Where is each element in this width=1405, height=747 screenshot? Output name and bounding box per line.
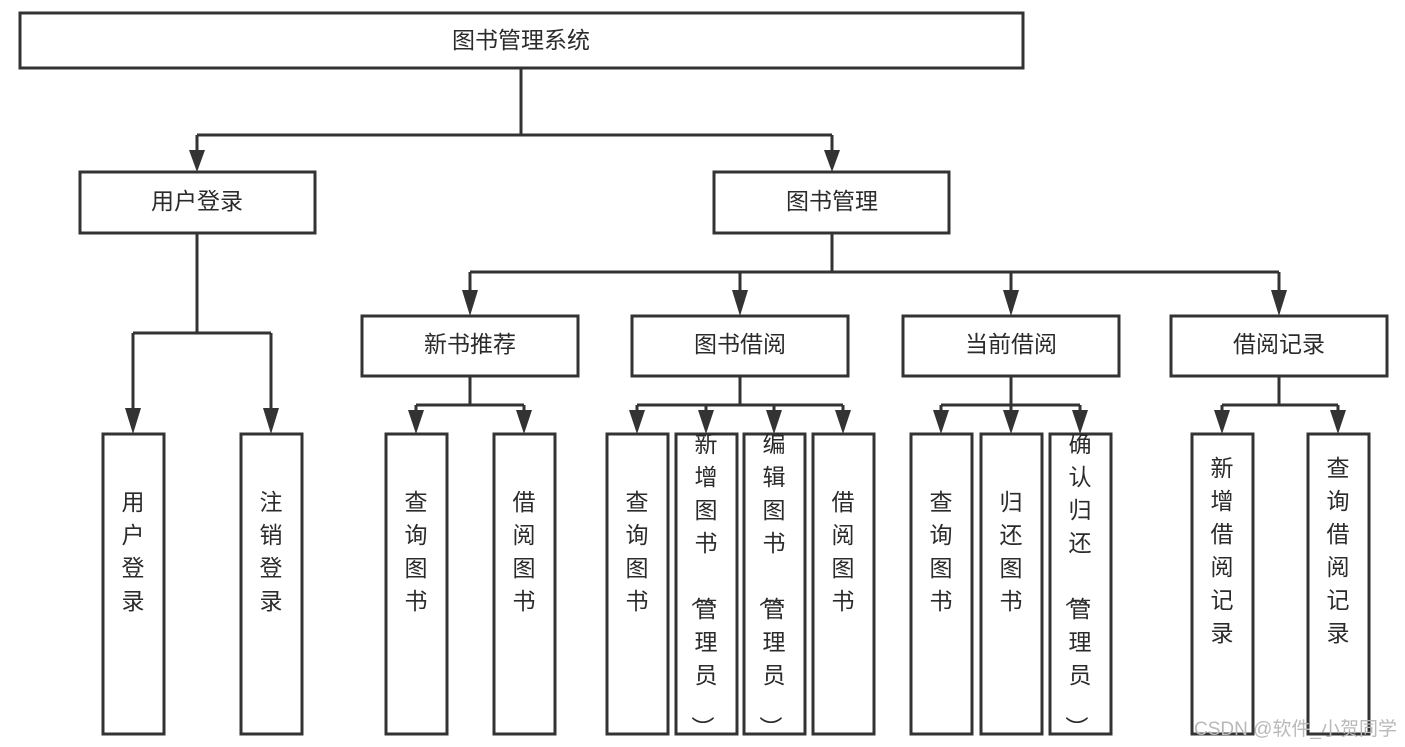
arrowhead-book-manage xyxy=(824,150,840,172)
leaf-current-query-book-box xyxy=(909,432,974,736)
leaf-borrow-edit-book-box xyxy=(742,432,807,736)
arrowhead-current-leaf-3 xyxy=(1072,410,1088,434)
leaf-record-query-record-label: 查询借阅记录 xyxy=(1327,455,1350,646)
leaf-current-return-book-box xyxy=(979,432,1044,736)
node-book-borrow-label: 图书借阅 xyxy=(694,331,786,357)
leaf-current-confirm-return-label: 确认归还（管理员） xyxy=(1064,431,1092,739)
node-user-login-box xyxy=(78,170,317,235)
arrowhead-current-leaf-1 xyxy=(933,410,949,434)
node-book-borrow-box xyxy=(630,314,850,378)
leaf-borrow-add-book[interactable]: 新增图书（管理员） xyxy=(674,431,739,739)
node-borrow-record[interactable]: 借阅记录 xyxy=(1169,314,1389,378)
node-book-management-box xyxy=(712,170,951,235)
arrowhead-book-borrow xyxy=(732,290,748,316)
leaf-current-confirm-return[interactable]: 确认归还（管理员） xyxy=(1048,431,1113,739)
node-new-book-recommend-label: 新书推荐 xyxy=(424,331,516,357)
leaf-record-query-record[interactable]: 查询借阅记录 xyxy=(1306,432,1371,736)
node-borrow-record-box xyxy=(1169,314,1389,378)
leaf-user-login-box xyxy=(101,432,166,736)
leaf-borrow-edit-book[interactable]: 编辑图书（管理员） xyxy=(742,431,807,739)
node-new-book-recommend[interactable]: 新书推荐 xyxy=(360,314,580,378)
arrowhead-leaf-logout xyxy=(263,408,279,434)
leaf-recommend-query-book[interactable]: 查询图书 xyxy=(384,432,449,736)
leaf-borrow-add-book-label: 新增图书（管理员） xyxy=(690,431,718,739)
node-current-borrow-box xyxy=(901,314,1121,378)
node-new-book-recommend-box xyxy=(360,314,580,378)
leaf-current-query-book-label: 查询图书 xyxy=(930,489,953,614)
leaf-borrow-borrow-book-label: 借阅图书 xyxy=(832,489,855,614)
node-book-management-label: 图书管理 xyxy=(786,188,878,214)
arrowhead-borrow-record xyxy=(1271,290,1287,316)
arrowhead-borrow-leaf-1 xyxy=(629,410,645,434)
leaf-current-query-book[interactable]: 查询图书 xyxy=(909,432,974,736)
node-root-system[interactable]: 图书管理系统 xyxy=(18,11,1025,70)
node-book-borrow[interactable]: 图书借阅 xyxy=(630,314,850,378)
arrowhead-recommend-leaf-2 xyxy=(516,410,532,434)
leaf-logout[interactable]: 注销登录 xyxy=(239,432,304,736)
leaf-record-add-record[interactable]: 新增借阅记录 xyxy=(1190,432,1255,736)
leaf-borrow-query-book[interactable]: 查询图书 xyxy=(605,432,670,736)
leaf-borrow-add-book-box xyxy=(674,432,739,736)
leaf-borrow-query-book-label: 查询图书 xyxy=(626,489,649,614)
arrowhead-current-borrow xyxy=(1003,290,1019,316)
node-user-login[interactable]: 用户登录 xyxy=(78,170,317,235)
arrowhead-record-leaf-2 xyxy=(1330,410,1346,434)
leaf-recommend-query-book-box xyxy=(384,432,449,736)
leaf-recommend-borrow-book[interactable]: 借阅图书 xyxy=(492,432,557,736)
arrowhead-borrow-leaf-2 xyxy=(698,410,714,434)
leaf-user-login-label: 用户登录 xyxy=(122,489,145,614)
node-user-login-label: 用户登录 xyxy=(151,188,243,214)
node-current-borrow[interactable]: 当前借阅 xyxy=(901,314,1121,378)
arrowhead-borrow-leaf-3 xyxy=(766,410,782,434)
node-root-system-label: 图书管理系统 xyxy=(452,27,590,53)
node-current-borrow-label: 当前借阅 xyxy=(965,331,1057,357)
leaf-record-add-record-box xyxy=(1190,432,1255,736)
leaf-recommend-borrow-book-box xyxy=(492,432,557,736)
node-root-system-box xyxy=(18,11,1025,70)
leaf-recommend-query-book-label: 查询图书 xyxy=(405,489,428,614)
arrowhead-current-leaf-2 xyxy=(1003,410,1019,434)
leaf-borrow-edit-book-label: 编辑图书（管理员） xyxy=(758,431,786,739)
leaf-record-add-record-label: 新增借阅记录 xyxy=(1211,455,1234,646)
leaf-current-confirm-return-box xyxy=(1048,432,1113,736)
arrowhead-borrow-leaf-4 xyxy=(835,410,851,434)
node-borrow-record-label: 借阅记录 xyxy=(1233,331,1325,357)
connector-layer xyxy=(125,68,1346,434)
leaf-logout-box xyxy=(239,432,304,736)
leaf-user-login[interactable]: 用户登录 xyxy=(101,432,166,736)
leaf-borrow-borrow-book[interactable]: 借阅图书 xyxy=(811,432,876,736)
leaf-current-return-book[interactable]: 归还图书 xyxy=(979,432,1044,736)
arrowhead-leaf-user-login xyxy=(125,408,141,434)
leaf-logout-label: 注销登录 xyxy=(260,489,283,614)
leaf-borrow-query-book-box xyxy=(605,432,670,736)
node-book-management[interactable]: 图书管理 xyxy=(712,170,951,235)
leaf-record-query-record-box xyxy=(1306,432,1371,736)
arrowhead-new-book-recommend xyxy=(462,290,478,316)
leaf-recommend-borrow-book-label: 借阅图书 xyxy=(513,489,536,614)
leaf-current-return-book-label: 归还图书 xyxy=(1000,489,1023,614)
arrowhead-recommend-leaf-1 xyxy=(408,410,424,434)
arrowhead-record-leaf-1 xyxy=(1214,410,1230,434)
leaf-borrow-borrow-book-box xyxy=(811,432,876,736)
arrowhead-user-login xyxy=(189,150,205,172)
